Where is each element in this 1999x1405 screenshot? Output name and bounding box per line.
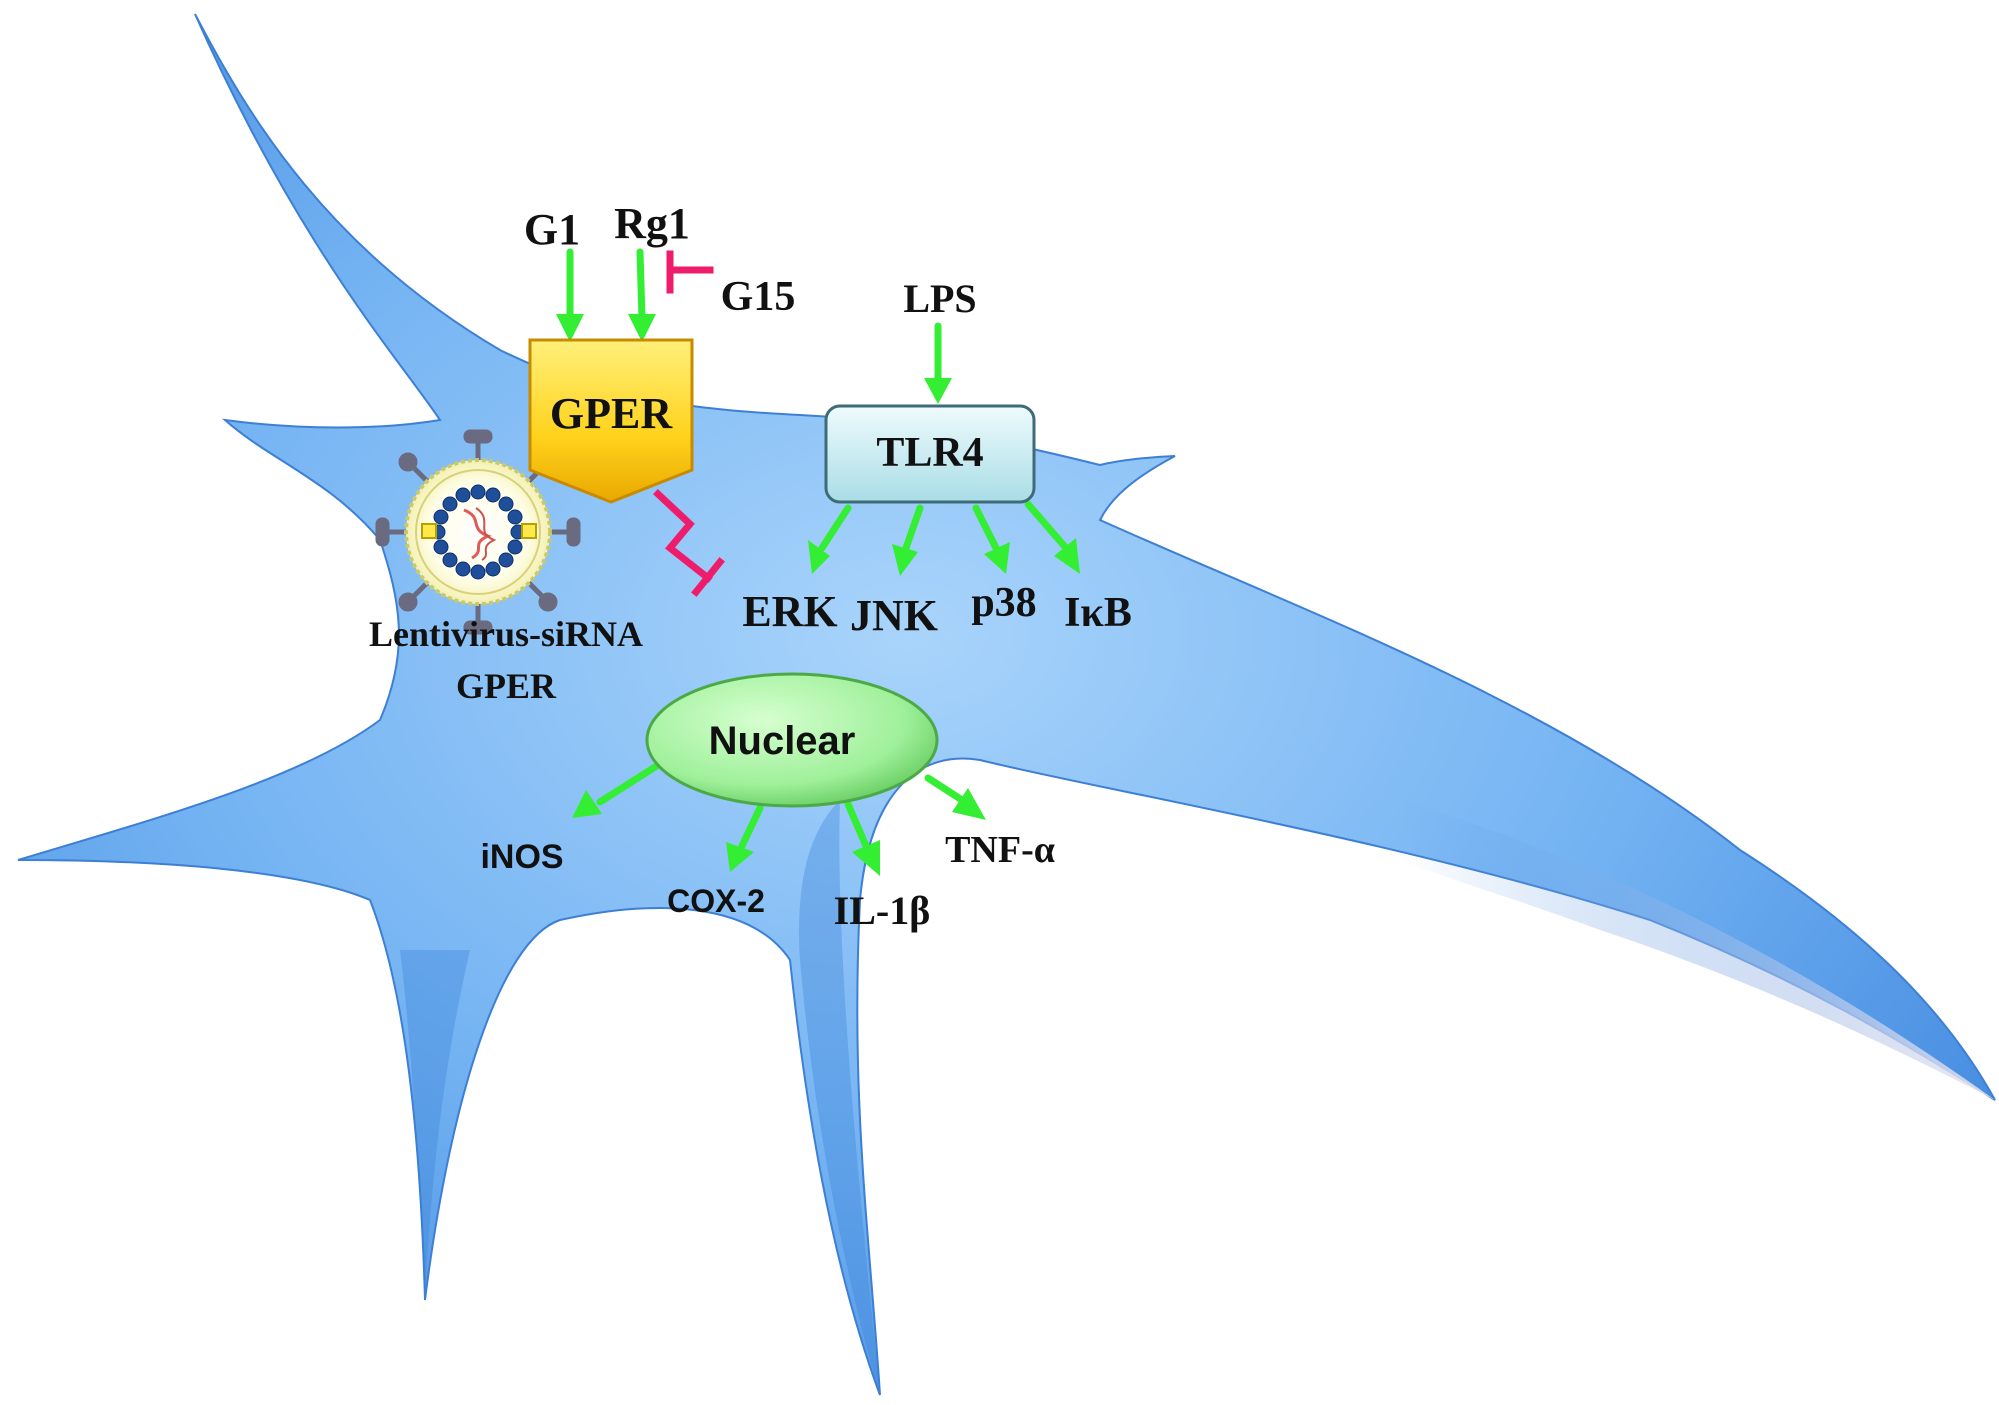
gper-label: GPER (550, 389, 673, 438)
cell-tail-highlight (1400, 800, 1995, 1100)
g15-label: G15 (721, 274, 796, 320)
labels: G1 Rg1 G15 LPS Lentivirus-siRNA GPER ERK… (369, 199, 1132, 933)
inhibition-lines (653, 250, 725, 597)
nuclear-label: Nuclear (709, 719, 856, 763)
arrow-nuclear-to-tnfa (924, 774, 986, 820)
inhibit-g15-rg1 (666, 250, 714, 294)
lentivirus-label-line2: GPER (456, 666, 557, 706)
rg1-label: Rg1 (614, 199, 690, 248)
erk-label: ERK (742, 587, 837, 636)
tnfa-label: TNF-α (945, 829, 1055, 871)
arrow-tlr4-to-jnk (892, 504, 924, 576)
arrow-g1-to-gper (556, 248, 584, 342)
lps-label: LPS (903, 276, 976, 321)
arrow-nuclear-to-cox2 (726, 804, 764, 872)
gper-receptor: GPER (528, 338, 694, 504)
activation-arrows (556, 248, 1080, 876)
arrow-lps-to-tlr4 (924, 322, 952, 404)
microglia-cell (17, 13, 1996, 1396)
arrow-tlr4-to-erk (808, 504, 852, 574)
arrow-rg1-to-gper (628, 248, 656, 342)
lentivirus-label-line1: Lentivirus-siRNA (369, 614, 643, 654)
ikb-label: IκB (1064, 590, 1132, 636)
arrow-tlr4-to-ikb (1024, 500, 1080, 574)
cell-process-shading (799, 800, 880, 1395)
cell-process-shading-2 (400, 950, 470, 1300)
tlr4-label: TLR4 (876, 430, 983, 476)
lentivirus-particle-icon (375, 429, 581, 635)
cox2-label: COX-2 (667, 883, 765, 919)
nuclear: Nuclear (645, 672, 939, 808)
p38-label: p38 (971, 580, 1036, 626)
tlr4-receptor: TLR4 (824, 404, 1036, 504)
cell-body (17, 13, 1996, 1396)
arrow-nuclear-to-il1b (844, 800, 880, 876)
arrow-tlr4-to-p38 (972, 504, 1010, 574)
g1-label: G1 (524, 205, 580, 254)
il1b-label: IL-1β (834, 888, 931, 933)
inhibit-gper-erk (653, 489, 725, 597)
jnk-label: JNK (850, 591, 938, 640)
inos-label: iNOS (480, 838, 563, 876)
arrow-nuclear-to-inos (572, 756, 670, 818)
